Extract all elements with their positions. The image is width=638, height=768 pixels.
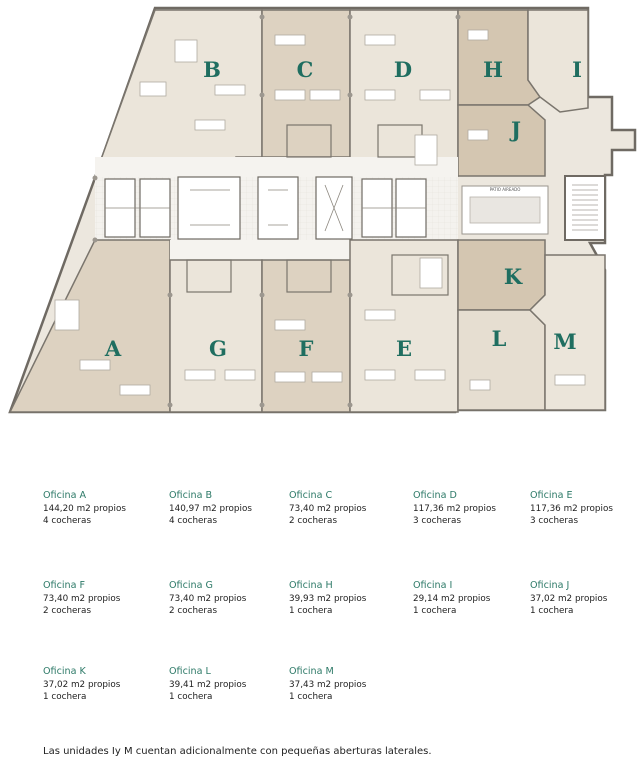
office-g	[169, 259, 263, 413]
unit-card: Oficina K 37,02 m2 propios 1 cochera	[43, 666, 158, 704]
office-k	[457, 239, 546, 311]
unit-area: 29,14 m2 propios	[413, 593, 491, 604]
unit-card: Oficina H 39,93 m2 propios 1 cochera	[289, 580, 404, 618]
label-i: I	[572, 57, 582, 82]
unit-parking: 2 cocheras	[289, 516, 338, 527]
unit-parking: 1 cochera	[530, 606, 574, 617]
office-m	[528, 254, 606, 411]
office-c	[261, 9, 351, 158]
unit-name: Oficina C	[289, 490, 333, 501]
label-j: J	[509, 117, 521, 142]
unit-area: 37,02 m2 propios	[43, 679, 121, 690]
office-j	[457, 104, 546, 177]
unit-name: Oficina H	[289, 580, 333, 591]
core-fixtures	[104, 176, 427, 240]
stair-east	[564, 175, 606, 241]
office-i	[527, 9, 589, 113]
columns	[92, 14, 461, 408]
label-f: F	[299, 336, 314, 361]
unit-card: Oficina G 73,40 m2 propios 2 cocheras	[169, 580, 284, 618]
label-d: D	[394, 57, 412, 82]
label-m: M	[553, 329, 576, 354]
unit-area: 117,36 m2 propios	[413, 503, 496, 514]
unit-parking: 4 cocheras	[169, 516, 218, 527]
unit-card: Oficina C 73,40 m2 propios 2 cocheras	[289, 490, 404, 528]
unit-name: Oficina J	[530, 580, 570, 591]
unit-area: 37,43 m2 propios	[289, 679, 367, 690]
unit-name: Oficina A	[43, 490, 87, 501]
unit-area: 73,40 m2 propios	[289, 503, 367, 514]
unit-name: Oficina K	[43, 666, 86, 677]
unit-card: Oficina I 29,14 m2 propios 1 cochera	[413, 580, 528, 618]
unit-area: 73,40 m2 propios	[43, 593, 121, 604]
unit-name: Oficina G	[169, 580, 213, 591]
unit-area: 73,40 m2 propios	[169, 593, 247, 604]
unit-parking: 2 cocheras	[169, 606, 218, 617]
unit-name: Oficina I	[413, 580, 453, 591]
stair-steps	[572, 184, 598, 231]
patio-planter	[469, 196, 541, 224]
unit-parking: 1 cochera	[289, 606, 333, 617]
unit-area: 144,20 m2 propios	[43, 503, 126, 514]
unit-parking: 3 cocheras	[530, 516, 579, 527]
unit-name: Oficina E	[530, 490, 573, 501]
label-l: L	[492, 326, 507, 351]
unit-parking: 1 cochera	[413, 606, 457, 617]
inner-rooms	[186, 124, 449, 296]
office-l	[457, 309, 546, 411]
corridor-north	[95, 157, 458, 177]
label-a: A	[104, 336, 122, 361]
label-g: G	[209, 336, 227, 361]
unit-card: Oficina D 117,36 m2 propios 3 cocheras	[413, 490, 528, 528]
label-b: B	[203, 57, 221, 82]
unit-name: Oficina D	[413, 490, 457, 501]
unit-name: Oficina L	[169, 666, 211, 677]
unit-area: 117,36 m2 propios	[530, 503, 613, 514]
unit-name: Oficina F	[43, 580, 86, 591]
label-h: H	[483, 57, 503, 82]
unit-area: 37,02 m2 propios	[530, 593, 608, 604]
unit-area: 140,97 m2 propios	[169, 503, 252, 514]
label-e: E	[396, 336, 412, 361]
patio-label: PATIO AIREADO	[490, 187, 521, 192]
unit-card: Oficina M 37,43 m2 propios 1 cochera	[289, 666, 404, 704]
footnote: Las unidades Iy M cuentan adicionalmente…	[43, 746, 432, 757]
unit-parking: 1 cochera	[169, 692, 213, 703]
unit-card: Oficina J 37,02 m2 propios 1 cochera	[530, 580, 638, 618]
unit-card: Oficina B 140,97 m2 propios 4 cocheras	[169, 490, 284, 528]
unit-area: 39,41 m2 propios	[169, 679, 247, 690]
furniture	[54, 29, 586, 396]
unit-card: Oficina E 117,36 m2 propios 3 cocheras	[530, 490, 638, 528]
unit-parking: 1 cochera	[289, 692, 333, 703]
unit-area: 39,93 m2 propios	[289, 593, 367, 604]
unit-parking: 4 cocheras	[43, 516, 92, 527]
unit-card: Oficina L 39,41 m2 propios 1 cochera	[169, 666, 284, 704]
label-c: C	[297, 57, 314, 82]
unit-name: Oficina M	[289, 666, 334, 677]
core-lines	[105, 184, 426, 232]
unit-name: Oficina B	[169, 490, 213, 501]
unit-card: Oficina F 73,40 m2 propios 2 cocheras	[43, 580, 158, 618]
unit-parking: 3 cocheras	[413, 516, 462, 527]
unit-parking: 2 cocheras	[43, 606, 92, 617]
unit-parking: 1 cochera	[43, 692, 87, 703]
label-k: K	[504, 264, 523, 289]
unit-card: Oficina A 144,20 m2 propios 4 cocheras	[43, 490, 158, 528]
floor-plan: PATIO AIREADO	[8, 6, 637, 414]
